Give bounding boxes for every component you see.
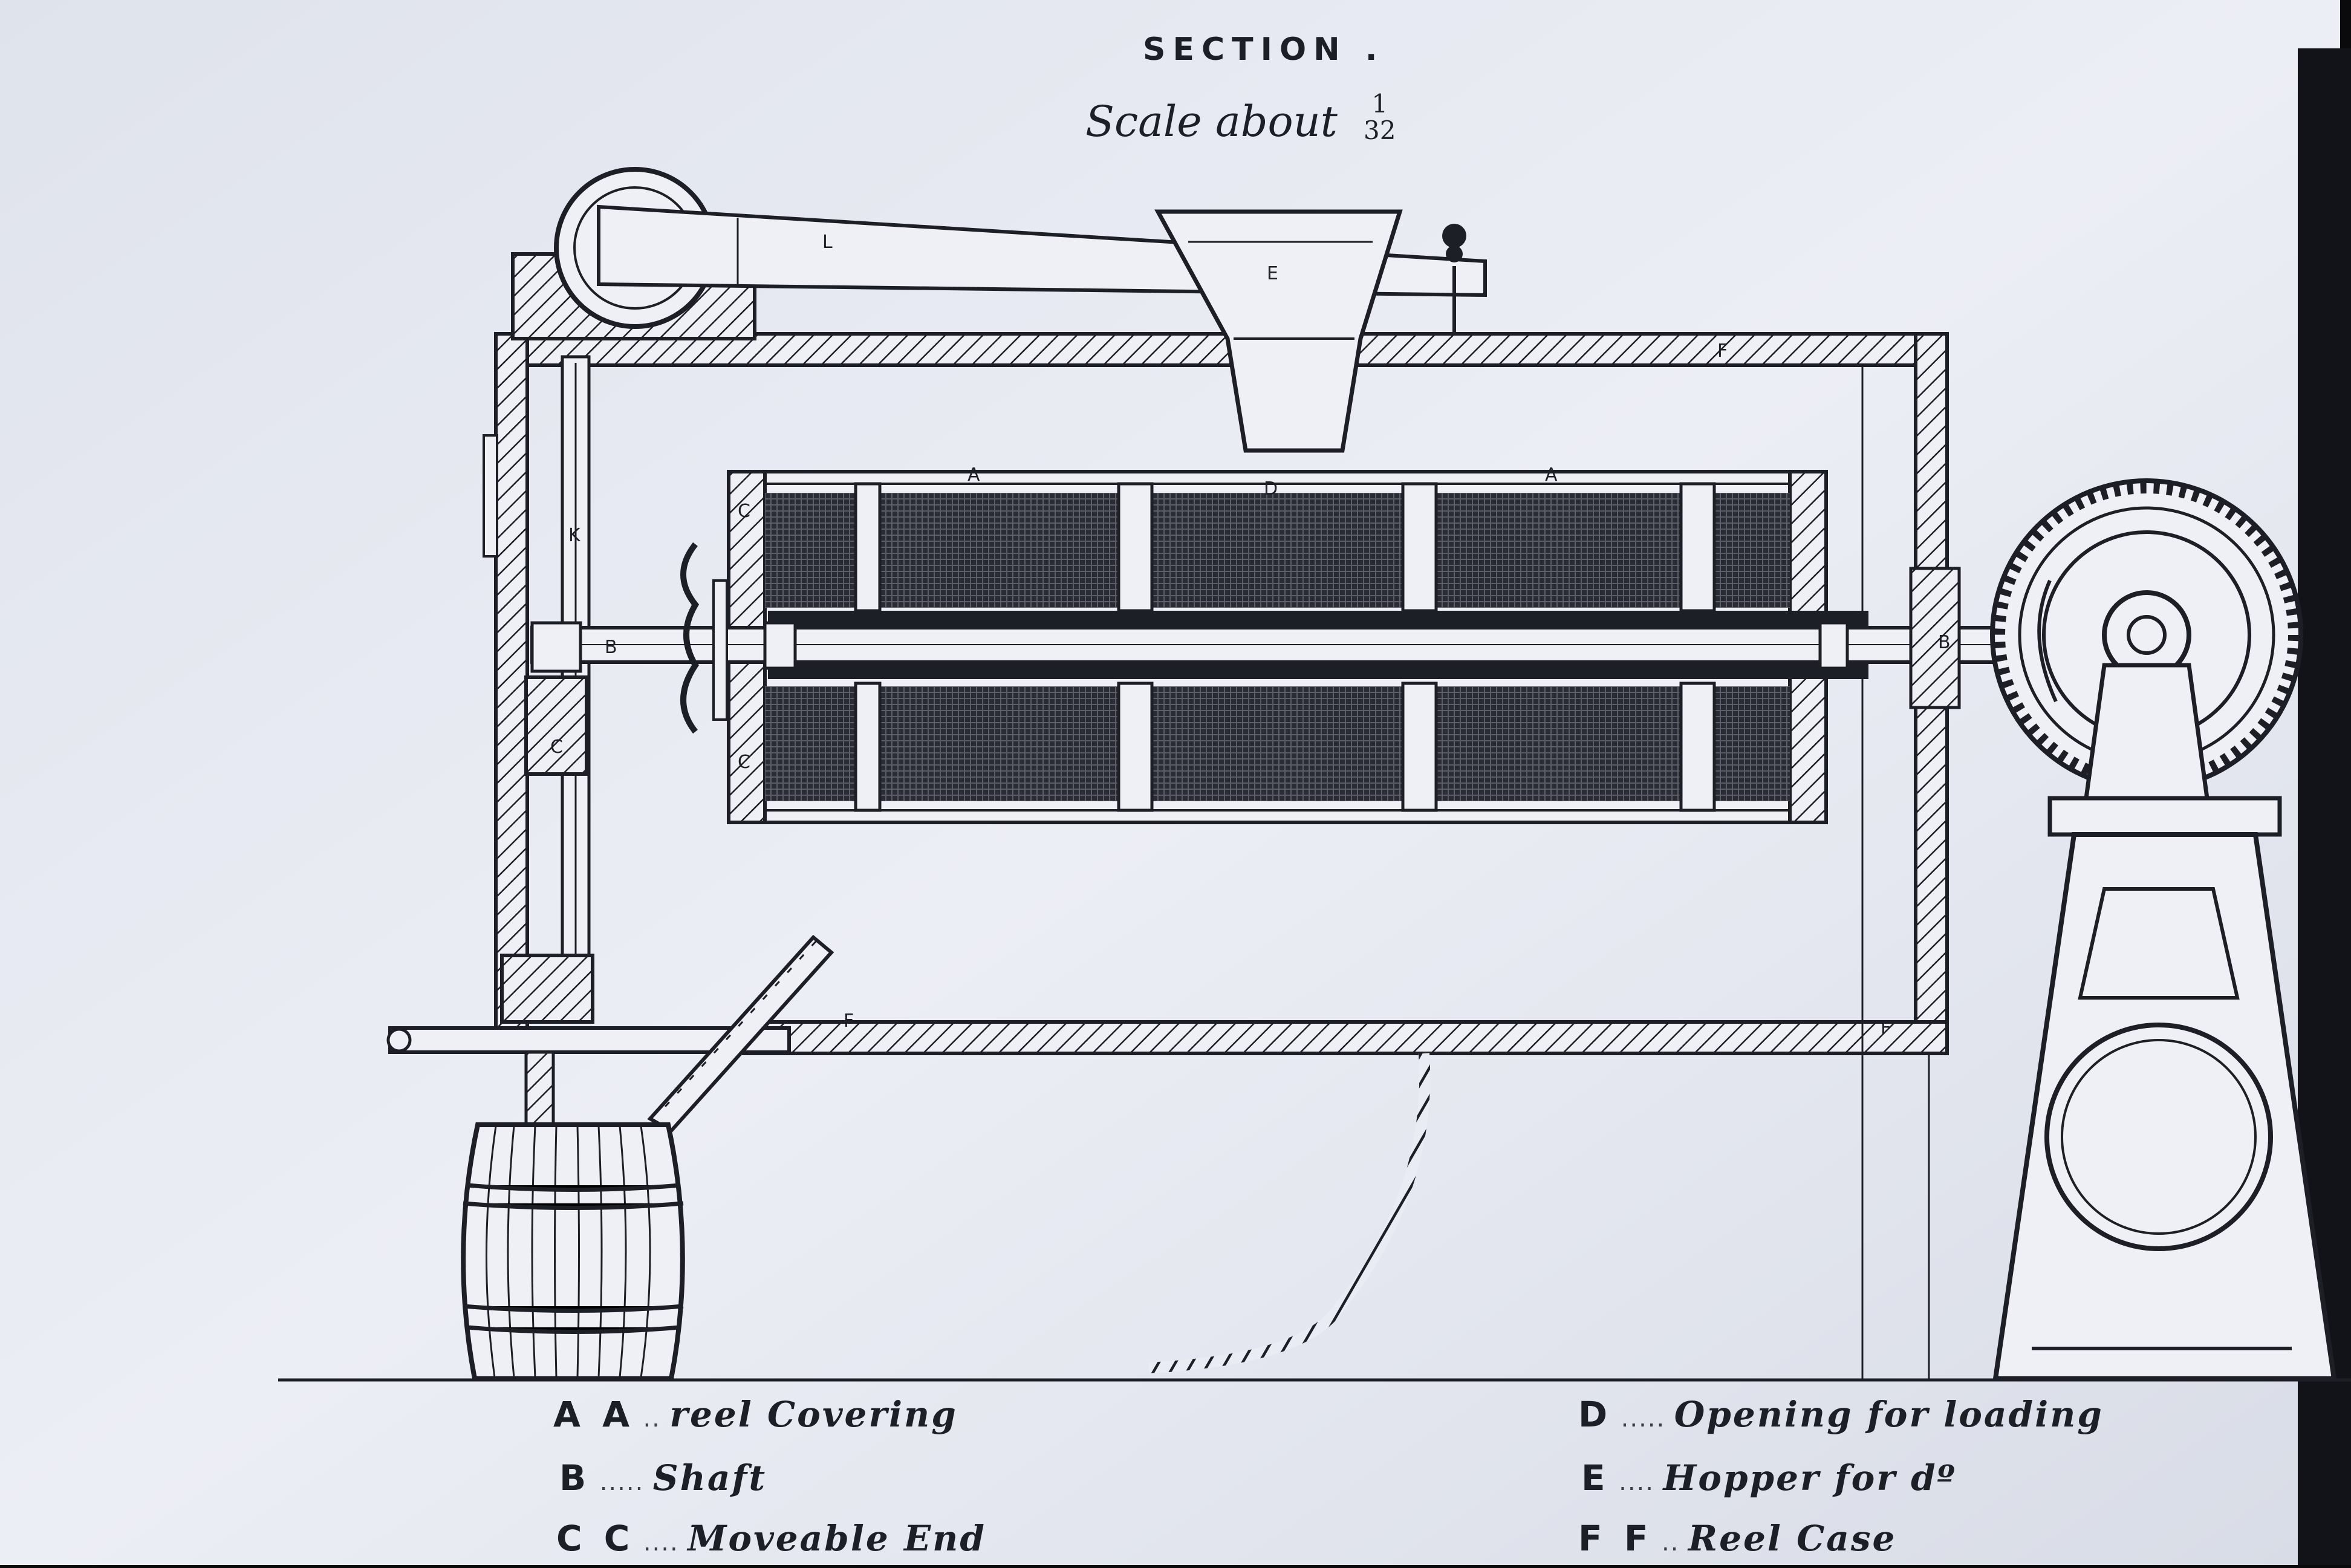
legend-entry-e: E .... Hopper for dº (1581, 1457, 1957, 1498)
gear-stand (1992, 663, 2337, 1381)
label-case-bottom-left: F (844, 1010, 854, 1032)
legend-key: B (559, 1457, 591, 1498)
legend-entry-f: F F .. Reel Case (1578, 1518, 1896, 1559)
legend-text: Reel Case (1688, 1518, 1897, 1559)
legend-text: Hopper for dº (1663, 1457, 1957, 1498)
label-lever: L (822, 232, 833, 253)
label-shaft-left: B (605, 637, 617, 658)
legend-leader: .... (643, 1528, 679, 1557)
label-end-left: C (550, 737, 563, 758)
legend-text: reel Covering (669, 1394, 958, 1435)
label-hopper: E (1267, 263, 1278, 284)
legend-entry-c: C C .... Moveable End (556, 1518, 986, 1559)
legend-entry-d: D ..... Opening for loading (1578, 1394, 2104, 1435)
legend-key: D (1578, 1394, 1613, 1435)
label-rod: K (568, 525, 581, 546)
hopper (1154, 209, 1403, 453)
legend-leader: ..... (1621, 1404, 1666, 1433)
label-end-upper: C (738, 501, 750, 522)
legend-leader: .... (1619, 1468, 1654, 1496)
legend-leader: .. (643, 1404, 661, 1433)
legend-entry-b: B ..... Shaft (559, 1457, 767, 1498)
legend-text: Opening for loading (1674, 1394, 2104, 1435)
legend-key: A A (553, 1394, 634, 1435)
label-case-bottom-right: F (1881, 1018, 1891, 1039)
label-reel-right: A (1545, 464, 1558, 486)
legend-entry-a: A A .. reel Covering (553, 1394, 958, 1435)
legend-key: C C (556, 1518, 635, 1559)
legend-leader: ..... (599, 1468, 645, 1496)
scale-numerator: 1 (1371, 89, 1388, 119)
legend-key: F F (1578, 1518, 1653, 1559)
label-reel-left: A (967, 464, 980, 486)
scale-denominator: 32 (1364, 115, 1396, 146)
label-case-top: F (1717, 340, 1728, 362)
label-opening: D (1264, 478, 1278, 499)
rope (1148, 1053, 1431, 1373)
legend-text: Shaft (652, 1457, 767, 1498)
legend-text: Moveable End (688, 1518, 986, 1559)
scale-caption: Scale about (1085, 97, 1338, 146)
barrel (461, 1050, 685, 1381)
section-title: SECTION . (1143, 31, 1385, 68)
label-end-lower: C (738, 752, 750, 773)
legend-key: E (1581, 1457, 1610, 1498)
label-shaft-right: B (1938, 632, 1951, 653)
legend-leader: .. (1661, 1528, 1680, 1557)
scale-fraction: 1 32 (1364, 89, 1396, 146)
